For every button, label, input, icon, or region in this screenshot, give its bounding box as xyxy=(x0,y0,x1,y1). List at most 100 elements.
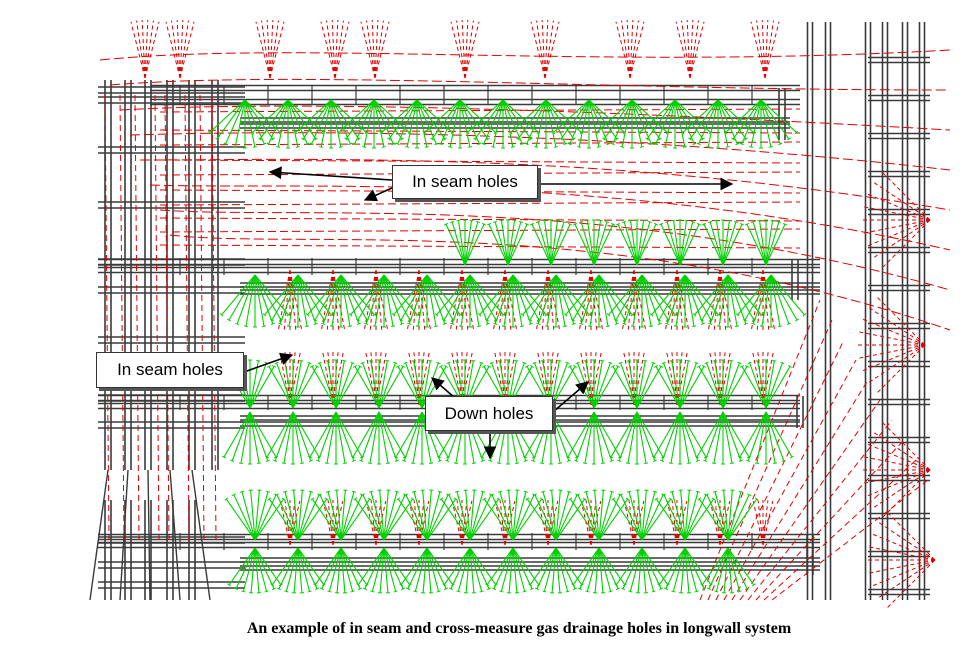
cross-measure-hole xyxy=(271,547,299,586)
cross-measure-hole-end xyxy=(273,459,278,463)
in-seam-hole xyxy=(719,269,727,330)
cross-measure-hole xyxy=(569,498,600,541)
cross-measure-hole-end xyxy=(695,459,700,463)
cross-measure-hole-end xyxy=(400,587,406,591)
in-seam-hole xyxy=(752,500,764,546)
cross-measure-hole xyxy=(550,223,571,266)
cross-measure-hole-end xyxy=(493,322,498,326)
cross-measure-hole xyxy=(373,99,385,148)
cross-measure-hole xyxy=(502,99,539,133)
cross-measure-hole-end xyxy=(390,325,396,328)
cross-measure-hole-end xyxy=(536,322,541,326)
cross-measure-hole-end xyxy=(618,493,623,496)
cross-measure-hole-end xyxy=(729,359,734,362)
cross-measure-hole-end xyxy=(403,493,408,496)
cross-measure-hole-end xyxy=(348,313,353,317)
cross-measure-hole xyxy=(460,274,471,327)
cross-measure-hole-end xyxy=(566,490,572,493)
cross-measure-hole-end xyxy=(271,587,277,591)
cross-measure-hole-end xyxy=(524,142,529,146)
cross-measure-hole xyxy=(413,491,428,541)
cross-measure-hole xyxy=(723,547,729,593)
cross-measure-hole-end xyxy=(652,459,657,463)
cross-measure-hole xyxy=(231,411,251,462)
cross-measure-hole-end xyxy=(585,219,590,222)
cross-measure-hole xyxy=(679,221,694,266)
cross-measure-hole-end xyxy=(802,313,807,317)
cross-measure-hole xyxy=(714,360,724,409)
cross-measure-hole xyxy=(483,498,514,541)
cross-measure-hole-end xyxy=(479,590,484,593)
cross-measure-hole-end xyxy=(583,359,588,362)
cross-measure-hole xyxy=(284,491,299,541)
cross-measure-hole xyxy=(469,547,475,593)
cross-measure-hole-end xyxy=(379,130,384,135)
in-seam-hole xyxy=(289,500,296,546)
cross-measure-hole-end xyxy=(743,322,748,326)
cross-measure-hole-end xyxy=(353,364,357,368)
cross-measure-hole xyxy=(760,99,797,133)
cross-measure-hole-end xyxy=(544,325,550,328)
in-seam-hole xyxy=(289,350,301,406)
cross-measure-hole xyxy=(440,99,461,145)
in-seam-hole xyxy=(866,545,936,561)
cross-measure-hole xyxy=(612,366,638,409)
cross-measure-hole-end xyxy=(744,137,748,141)
cross-measure-hole-end xyxy=(456,219,461,222)
cross-measure-hole xyxy=(727,490,733,541)
in-seam-hole xyxy=(332,350,344,406)
figure-caption: An example of in seam and cross-measure … xyxy=(246,620,792,637)
in-seam-hole xyxy=(875,295,926,346)
cross-measure-hole xyxy=(451,274,471,325)
cross-measure-hole-end xyxy=(385,359,390,362)
cross-measure-hole xyxy=(641,274,676,316)
cross-measure-hole-end xyxy=(565,361,570,365)
cross-measure-hole xyxy=(550,366,576,409)
cross-measure-hole-end xyxy=(350,361,355,365)
cross-measure-hole xyxy=(483,99,504,145)
cross-measure-hole-end xyxy=(358,364,362,368)
cross-measure-hole xyxy=(378,360,388,409)
cross-measure-hole xyxy=(297,498,328,541)
cross-measure-hole-end xyxy=(396,497,401,501)
in-seam-hole xyxy=(327,500,334,546)
cross-measure-hole xyxy=(426,547,440,592)
cross-measure-hole-end xyxy=(630,325,636,328)
cross-measure-hole xyxy=(297,274,317,325)
cross-measure-hole xyxy=(426,547,447,590)
cross-measure-hole-end xyxy=(266,142,271,146)
cross-measure-hole-end xyxy=(413,590,418,593)
cross-measure-hole xyxy=(365,274,385,325)
cross-measure-hole xyxy=(744,274,772,321)
cross-measure-hole-end xyxy=(566,455,570,459)
cross-measure-hole-end xyxy=(694,361,699,365)
in-seam-hole xyxy=(755,439,905,601)
cross-measure-hole-end xyxy=(219,313,224,317)
cross-measure-hole xyxy=(338,99,375,133)
in-seam-hole xyxy=(547,269,560,329)
cross-measure-hole xyxy=(641,274,652,327)
cross-measure-hole-end xyxy=(488,459,493,463)
cross-measure-hole xyxy=(292,366,318,409)
cross-measure-hole xyxy=(371,547,385,592)
cross-measure-hole-end xyxy=(714,219,719,222)
cross-measure-hole-end xyxy=(501,325,507,328)
cross-measure-hole xyxy=(658,274,686,321)
cross-measure-hole xyxy=(598,547,619,590)
in-seam-hole xyxy=(880,469,931,520)
in-seam-hole xyxy=(320,21,336,79)
in-seam-hole xyxy=(675,21,691,79)
cross-measure-hole xyxy=(335,360,345,409)
cross-measure-hole-end xyxy=(499,590,504,593)
cross-measure-hole xyxy=(388,99,418,140)
cross-measure-hole xyxy=(765,362,783,409)
cross-measure-hole-end xyxy=(602,137,606,141)
cross-measure-hole-end xyxy=(252,146,257,148)
cross-measure-hole xyxy=(426,491,441,541)
in-seam-hole xyxy=(450,21,466,79)
cross-measure-hole-end xyxy=(697,497,702,501)
cross-measure-hole-end xyxy=(684,219,689,222)
cross-measure-hole-end xyxy=(313,322,318,326)
cross-measure-hole-end xyxy=(274,361,279,365)
cross-measure-hole xyxy=(756,411,767,464)
